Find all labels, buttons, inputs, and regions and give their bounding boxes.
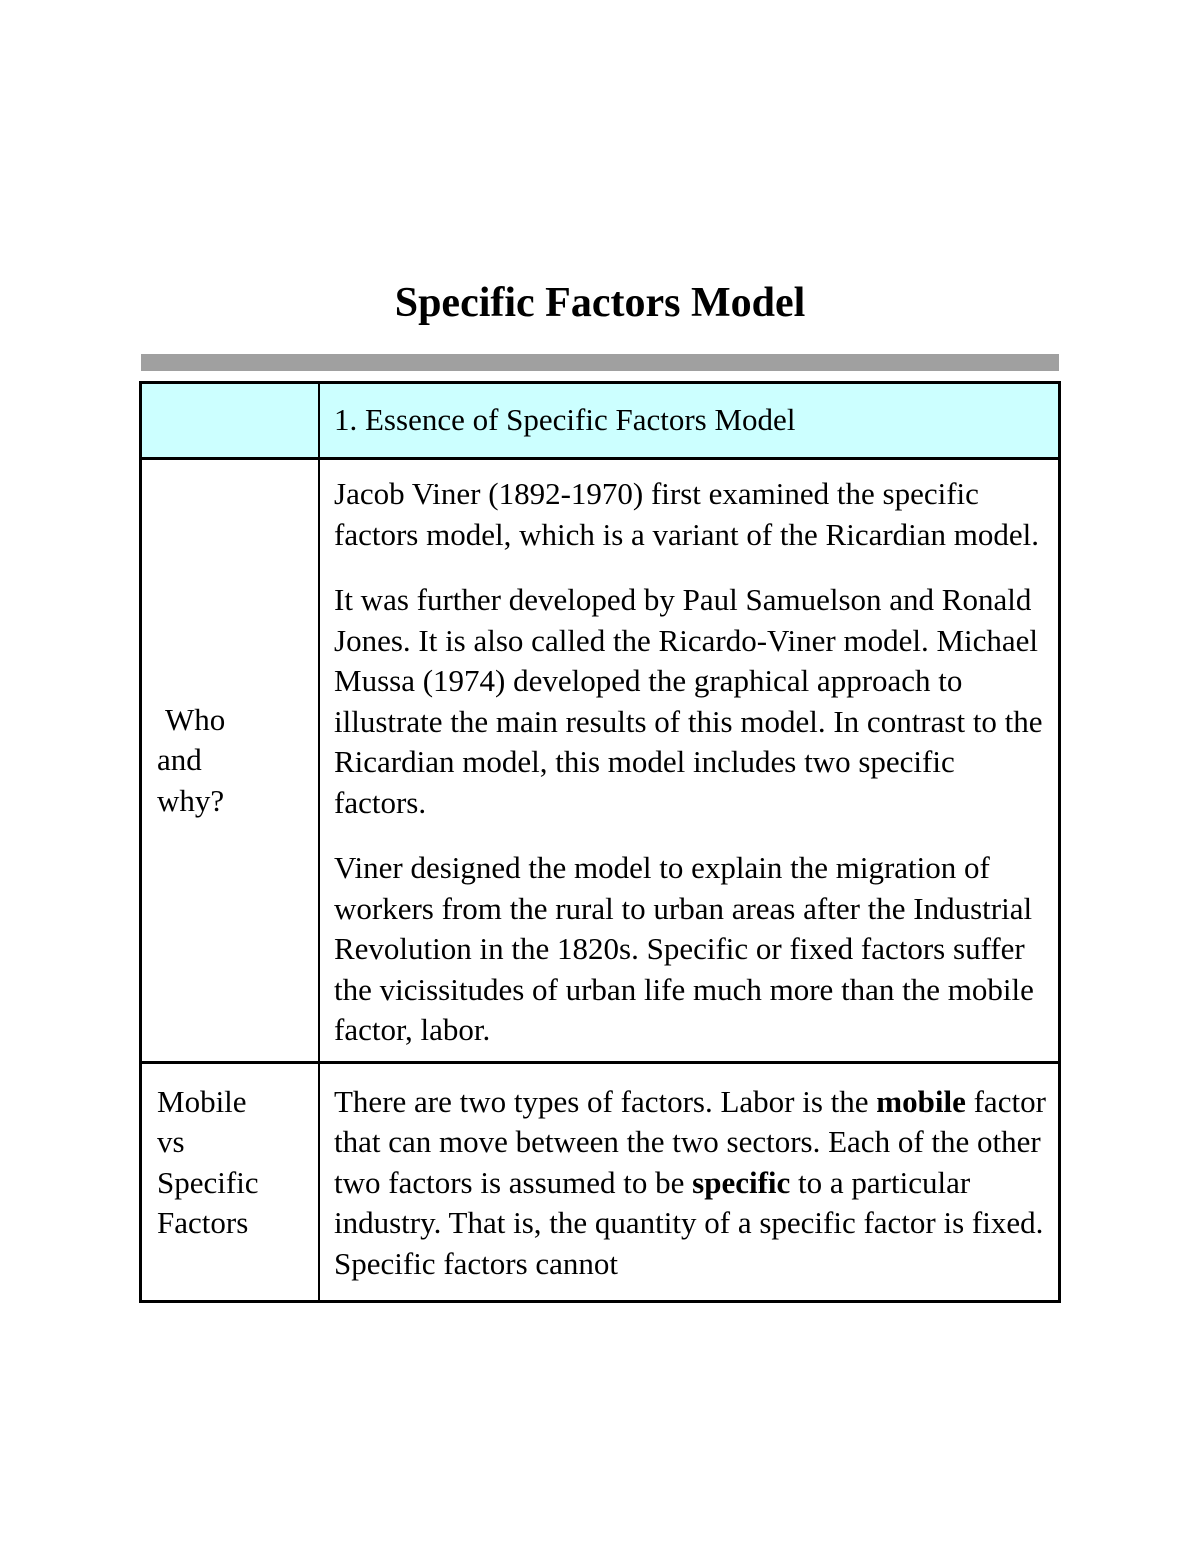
- text-segment: factor that can move between the two sec…: [334, 1083, 1046, 1200]
- table-header-row: 1. Essence of Specific Factors Model: [139, 381, 1061, 460]
- text-segment: to a particular industry. That is, the q…: [334, 1164, 1044, 1281]
- row-content-mobile-vs-specific: There are two types of factors. Labor is…: [318, 1061, 1061, 1303]
- paragraph: There are two types of factors. Labor is…: [334, 1082, 1050, 1285]
- title-divider: [141, 354, 1059, 371]
- row-label-line: why?: [157, 782, 225, 818]
- header-label-cell: [139, 381, 320, 460]
- row-label-who-and-why: Who and why?: [139, 457, 320, 1064]
- row-label-mobile-vs-specific: Mobile vs Specific Factors: [139, 1061, 320, 1303]
- row-content-who-and-why: Jacob Viner (1892-1970) first examined t…: [318, 457, 1061, 1064]
- table-row: Mobile vs Specific Factors There are two…: [139, 1061, 1061, 1303]
- paragraph: It was further developed by Paul Samuels…: [334, 582, 1043, 820]
- section-heading: 1. Essence of Specific Factors Model: [318, 381, 1061, 460]
- bold-term-mobile: mobile: [876, 1083, 966, 1119]
- text-segment: There are two types of factors. Labor is…: [334, 1083, 877, 1119]
- content-table: 1. Essence of Specific Factors Model Who…: [139, 381, 1061, 1303]
- row-label-line: and: [157, 742, 202, 777]
- row-label-line: Specific: [157, 1164, 259, 1200]
- paragraph: Viner designed the model to explain the …: [334, 850, 1034, 1047]
- bold-term-specific: specific: [692, 1164, 791, 1200]
- paragraph: Jacob Viner (1892-1970) first examined t…: [334, 476, 1040, 552]
- row-label-line: Mobile: [157, 1083, 247, 1119]
- row-label-line: vs: [157, 1124, 185, 1159]
- page-title: Specific Factors Model: [394, 280, 806, 326]
- row-label-line: Factors: [157, 1205, 249, 1240]
- table-row: Who and why? Jacob Viner (1892-1970) fir…: [139, 457, 1061, 1064]
- row-label-line: Who: [165, 701, 226, 737]
